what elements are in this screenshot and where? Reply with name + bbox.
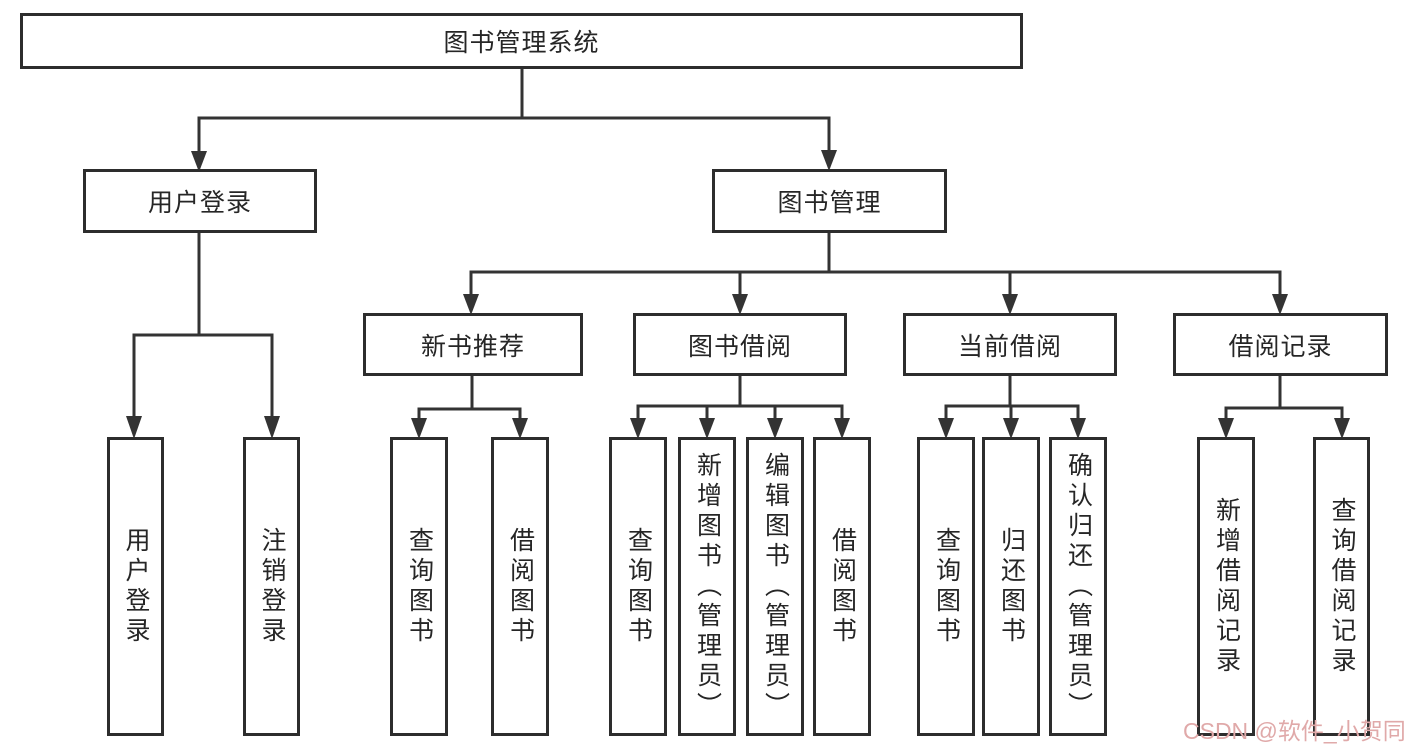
leaf-query-books-current: 查询图书 bbox=[917, 437, 975, 736]
node-root-system: 图书管理系统 bbox=[20, 13, 1023, 69]
node-borrow-records: 借阅记录 bbox=[1173, 313, 1388, 376]
leaf-query-borrow-record: 查询借阅记录 bbox=[1313, 437, 1370, 736]
leaf-label: 新增借阅记录 bbox=[1212, 496, 1241, 677]
node-book-management: 图书管理 bbox=[712, 169, 947, 233]
node-label: 图书管理 bbox=[777, 189, 882, 217]
leaf-borrow-books: 借阅图书 bbox=[813, 437, 871, 736]
leaf-label: 归还图书 bbox=[997, 526, 1026, 647]
leaf-return-books: 归还图书 bbox=[982, 437, 1040, 736]
arrowheads bbox=[126, 150, 1350, 439]
leaf-label: 查询图书 bbox=[932, 526, 961, 647]
connector-book-mgmt-split bbox=[469, 231, 1282, 298]
connector-book-borrow-split bbox=[636, 374, 844, 422]
connector-root-split bbox=[197, 67, 831, 155]
node-label: 借阅记录 bbox=[1228, 332, 1333, 361]
leaf-label: 确认归还（管理员） bbox=[1064, 451, 1093, 722]
leaf-label: 新增图书（管理员） bbox=[693, 451, 722, 722]
node-root-label: 图书管理系统 bbox=[443, 29, 600, 57]
leaf-user-login: 用户登录 bbox=[107, 437, 164, 736]
leaf-edit-books-admin: 编辑图书（管理员） bbox=[746, 437, 804, 736]
node-label: 新书推荐 bbox=[420, 332, 525, 361]
leaf-confirm-return-admin: 确认归还（管理员） bbox=[1049, 437, 1107, 736]
leaf-label: 借阅图书 bbox=[828, 526, 857, 647]
node-label: 用户登录 bbox=[147, 189, 252, 217]
leaf-label: 查询借阅记录 bbox=[1328, 496, 1356, 677]
node-user-login: 用户登录 bbox=[83, 169, 317, 233]
connector-new-book-split bbox=[417, 374, 522, 422]
connector-user-login-split bbox=[132, 231, 274, 420]
leaf-label: 借阅图书 bbox=[506, 526, 535, 647]
node-label: 图书借阅 bbox=[687, 332, 792, 361]
leaf-label: 编辑图书（管理员） bbox=[761, 451, 790, 722]
leaf-logout: 注销登录 bbox=[243, 437, 300, 736]
leaf-label: 查询图书 bbox=[405, 526, 434, 647]
node-book-borrowing: 图书借阅 bbox=[633, 313, 847, 376]
leaf-add-books-admin: 新增图书（管理员） bbox=[678, 437, 736, 736]
node-current-borrowing: 当前借阅 bbox=[903, 313, 1117, 376]
leaf-borrow-books-recommend: 借阅图书 bbox=[491, 437, 549, 736]
watermark: CSDN @软件_小贺同学 bbox=[1183, 718, 1405, 744]
leaf-query-books-borrow: 查询图书 bbox=[609, 437, 667, 736]
leaf-label: 查询图书 bbox=[624, 526, 653, 647]
connector-borrow-record-split bbox=[1224, 374, 1344, 422]
node-label: 当前借阅 bbox=[957, 332, 1062, 361]
node-new-book-recommend: 新书推荐 bbox=[363, 313, 583, 376]
leaf-query-books-recommend: 查询图书 bbox=[390, 437, 448, 736]
leaf-label: 用户登录 bbox=[122, 526, 150, 647]
leaf-add-borrow-record: 新增借阅记录 bbox=[1197, 437, 1255, 736]
leaf-label: 注销登录 bbox=[258, 526, 286, 647]
connector-current-borrow-split bbox=[944, 374, 1080, 422]
